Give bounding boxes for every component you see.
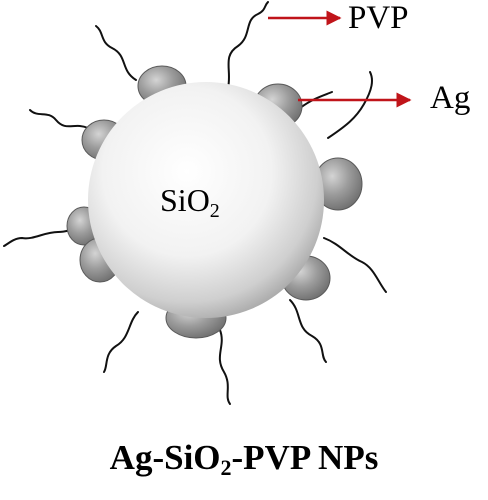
arrows bbox=[268, 10, 412, 108]
caption-subscript: 2 bbox=[220, 455, 232, 480]
ag-label: Ag bbox=[430, 80, 471, 116]
pvp-chain bbox=[29, 109, 89, 129]
pvp-chain bbox=[327, 71, 373, 139]
pvp-chain bbox=[323, 237, 387, 293]
pvp-chain bbox=[289, 299, 327, 363]
pvp-chain bbox=[299, 91, 333, 109]
pvp-label: PVP bbox=[348, 0, 409, 36]
diagram-caption: Ag-SiO2-PVP NPs bbox=[0, 438, 488, 481]
caption-part2: -PVP NPs bbox=[231, 438, 379, 477]
sio2-core bbox=[88, 82, 324, 318]
caption-part1: Ag-SiO bbox=[109, 438, 221, 477]
core-label-subscript: 2 bbox=[209, 200, 220, 222]
core-label: SiO2 bbox=[160, 182, 220, 223]
pvp-chain bbox=[103, 311, 139, 373]
core-label-main: SiO bbox=[160, 182, 210, 218]
pvp-chain bbox=[227, 1, 269, 89]
pvp-chain bbox=[218, 329, 231, 405]
pvp-chain bbox=[95, 25, 137, 81]
